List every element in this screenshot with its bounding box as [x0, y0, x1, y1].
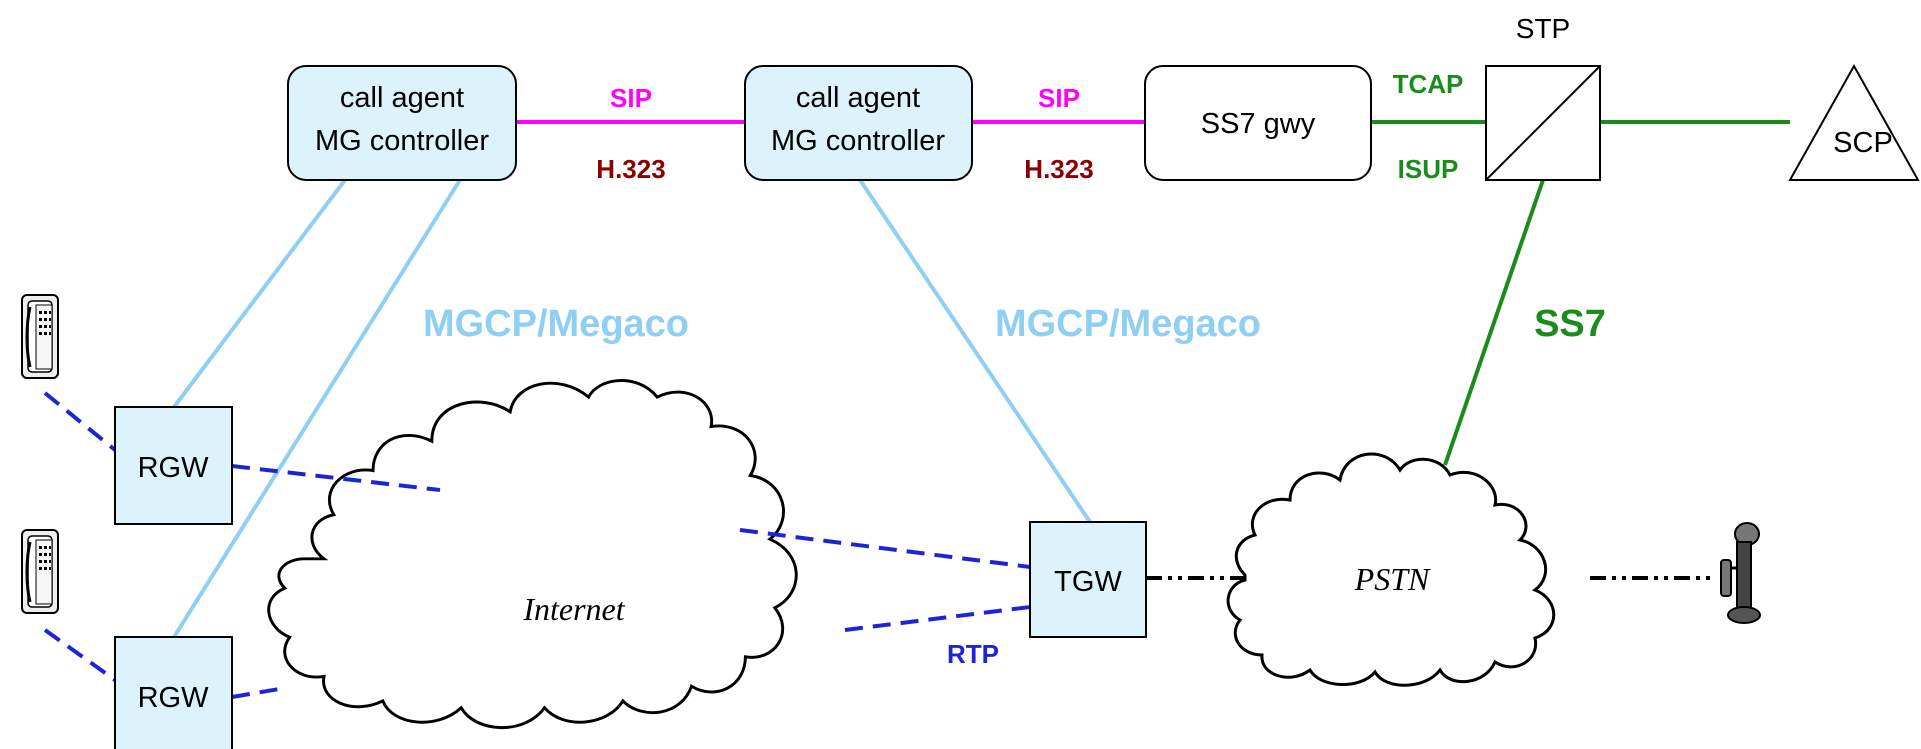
scp-label: SCP [1833, 127, 1893, 159]
h323-label-1: H.323 [596, 154, 665, 184]
isup-label: ISUP [1398, 154, 1459, 184]
mgcp-label-2: MGCP/Megaco [995, 303, 1261, 345]
rtp-links [43, 391, 1031, 699]
access-line-phone1-rgw1 [43, 391, 117, 452]
rgw-2-label: RGW [138, 682, 210, 714]
mgcp-line-ca1-rgw2 [172, 178, 462, 639]
call-agent-2-line1: call agent [796, 82, 920, 114]
pstn-cloud: PSTN [1226, 452, 1556, 687]
internet-cloud: Internet [267, 379, 798, 729]
pstn-label: PSTN [1354, 561, 1431, 597]
sip-label-2: SIP [1038, 83, 1080, 113]
call-agent-2[interactable]: call agent MG controller [744, 65, 973, 181]
sip-label-1: SIP [610, 83, 652, 113]
candlestick-phone-icon [1720, 522, 1761, 624]
tcap-label: TCAP [1393, 69, 1464, 99]
tgw-label: TGW [1054, 566, 1122, 598]
rgw-2[interactable]: RGW [114, 636, 233, 749]
rtp-label: RTP [947, 639, 999, 669]
call-agent-2-line2: MG controller [771, 125, 945, 157]
internet-label: Internet [522, 591, 625, 627]
mgcp-links [172, 178, 1092, 639]
mgcp-line-ca2-tgw [858, 178, 1092, 524]
rtp-line-rgw2-internet [231, 686, 286, 699]
desk-phone-icon [21, 294, 59, 379]
scp-node[interactable]: SCP [1788, 63, 1920, 181]
rtp-line-internet-tgw-upper [739, 528, 1031, 569]
access-line-phone2-rgw2 [43, 628, 117, 682]
call-agent-1-line1: call agent [340, 82, 464, 114]
desk-phone-icon [21, 529, 59, 614]
rgw-1-label: RGW [138, 452, 210, 484]
mgcp-label-1: MGCP/Megaco [423, 303, 689, 345]
ss7-gateway-label: SS7 gwy [1201, 108, 1316, 140]
rgw-1[interactable]: RGW [114, 406, 233, 525]
call-agent-1-line2: MG controller [315, 125, 489, 157]
call-agent-1[interactable]: call agent MG controller [287, 65, 517, 181]
mgcp-line-ca1-rgw1 [172, 178, 347, 409]
ss7-link-label: SS7 [1534, 303, 1606, 345]
ss7-line-stp-pstn [1443, 179, 1545, 466]
tgw-node[interactable]: TGW [1029, 521, 1147, 638]
ss7-links [1371, 120, 1790, 466]
stp-node[interactable]: STP [1485, 13, 1601, 181]
stp-label: STP [1516, 13, 1570, 44]
rtp-line-rgw1-internet [231, 464, 441, 492]
h323-label-2: H.323 [1024, 154, 1093, 184]
ss7-gateway[interactable]: SS7 gwy [1144, 65, 1372, 181]
rtp-line-internet-tgw-lower [844, 605, 1031, 632]
